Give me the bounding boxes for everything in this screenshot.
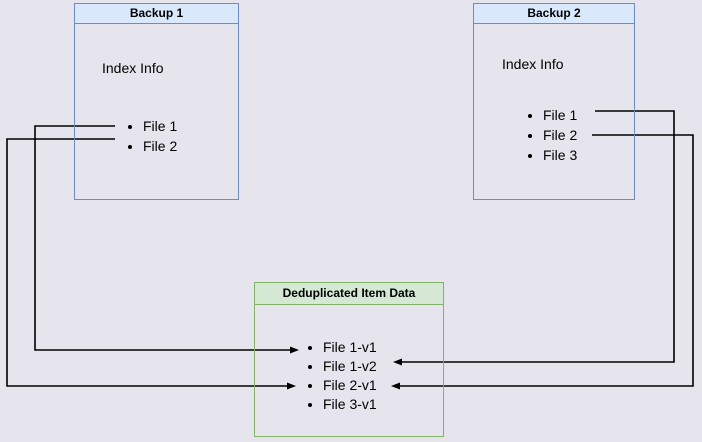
list-item-file2: File 2 (543, 125, 577, 145)
backup1-box: Backup 1 Index Info File 1 File 2 (74, 3, 239, 200)
list-item-file3: File 3 (543, 145, 577, 165)
backup1-file-list: File 1 File 2 (127, 116, 177, 156)
dedup-item-list: File 1-v1 File 1-v2 File 2-v1 File 3-v1 (307, 338, 377, 414)
list-item-file1: File 1 (143, 116, 177, 136)
list-item-file1v1: File 1-v1 (323, 338, 377, 357)
deduplicated-item-data-box: Deduplicated Item Data File 1-v1 File 1-… (254, 282, 444, 437)
backup2-box: Backup 2 Index Info File 1 File 2 File 3 (473, 3, 635, 200)
list-item-file1v2: File 1-v2 (323, 357, 377, 376)
list-item-file1: File 1 (543, 105, 577, 125)
list-item-file2: File 2 (143, 136, 177, 156)
backup2-subtitle: Index Info (502, 56, 564, 72)
backup2-file-list: File 1 File 2 File 3 (527, 105, 577, 165)
backup1-title: Backup 1 (75, 4, 238, 24)
backup1-subtitle: Index Info (102, 60, 164, 76)
list-item-file2v1: File 2-v1 (323, 376, 377, 395)
dedup-title: Deduplicated Item Data (255, 283, 443, 305)
list-item-file3v1: File 3-v1 (323, 395, 377, 414)
backup2-title: Backup 2 (474, 4, 634, 24)
